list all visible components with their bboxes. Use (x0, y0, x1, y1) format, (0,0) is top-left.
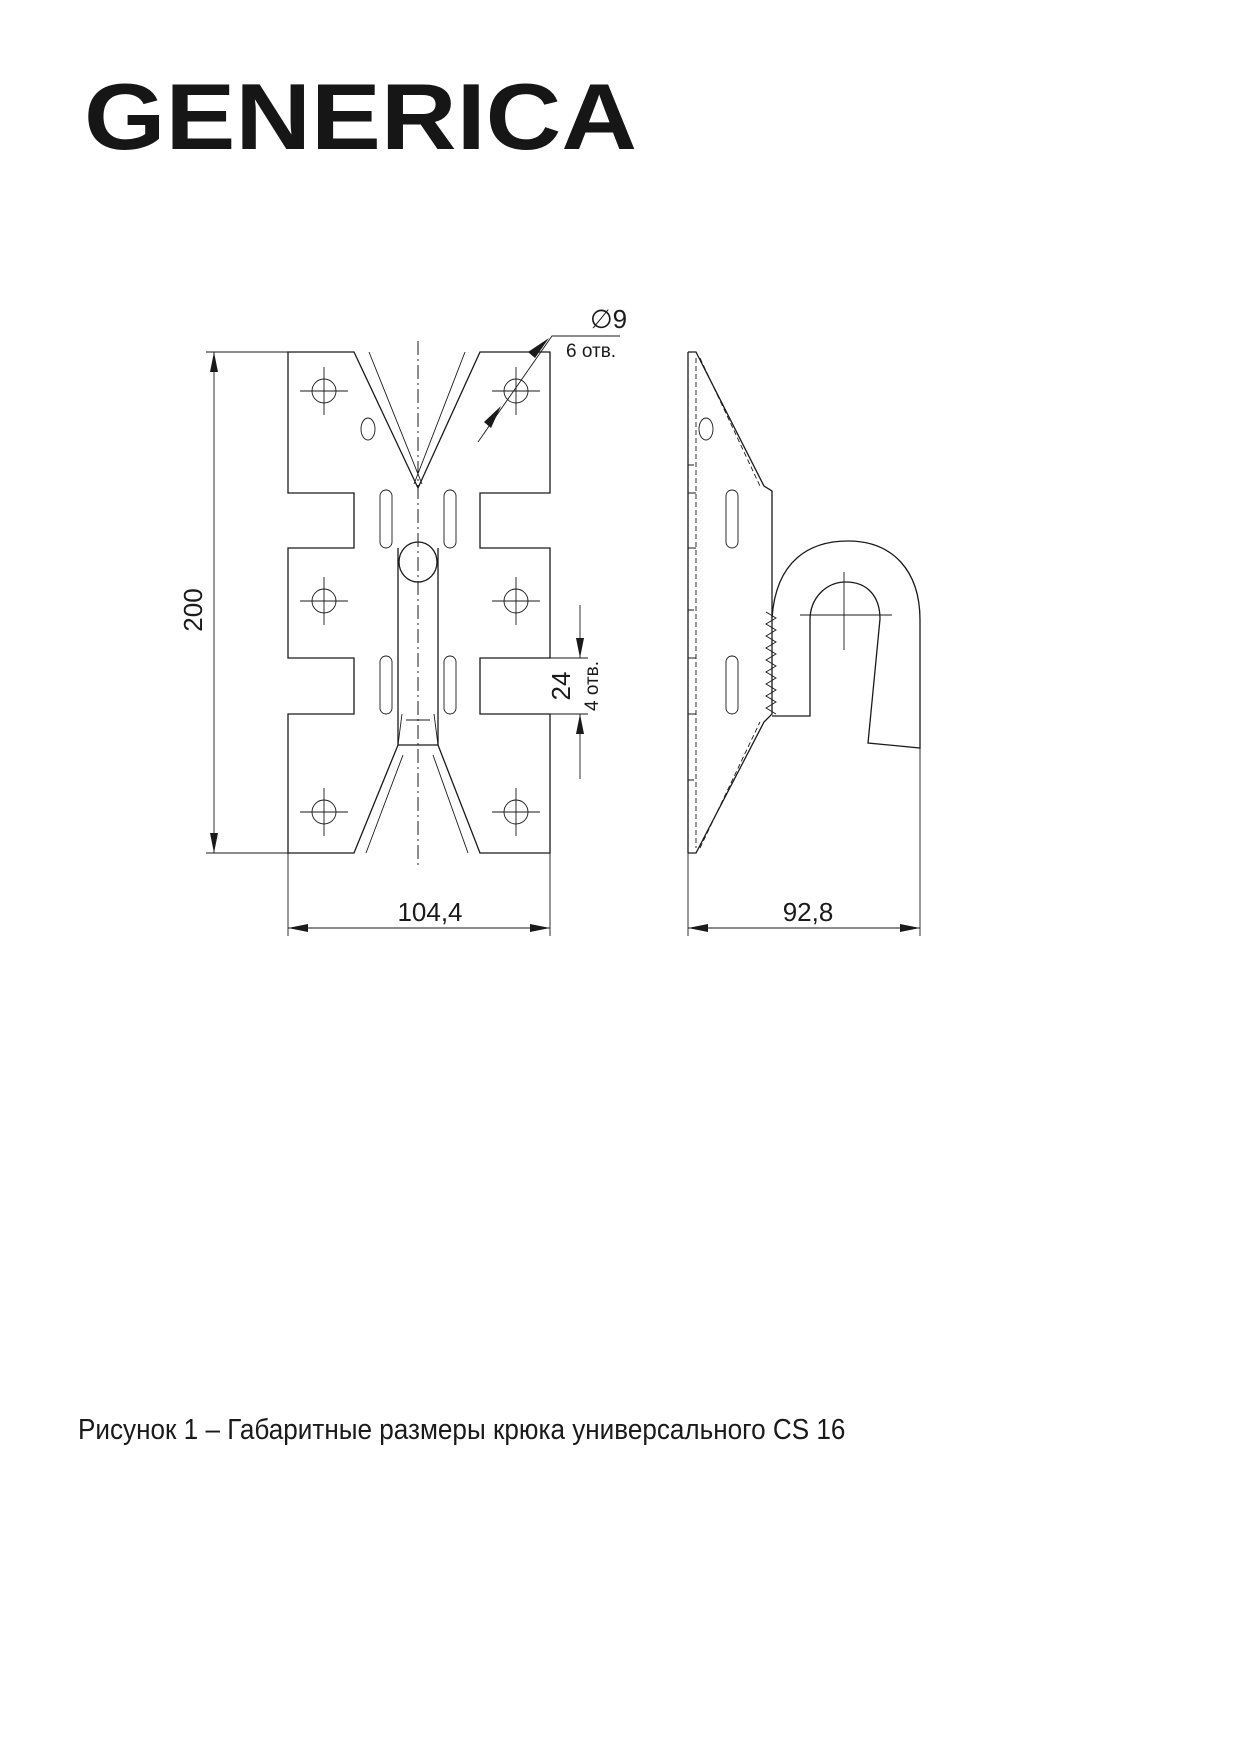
dim-slot-24: 24 (546, 672, 576, 701)
mounting-holes (300, 367, 540, 836)
weld-seam (765, 611, 777, 715)
hole-diameter-label: ∅9 (590, 304, 627, 334)
hole-count-label: 6 отв. (566, 341, 616, 362)
generica-logo: GENERICA (84, 64, 637, 169)
dim-height-200: 200 (178, 588, 208, 631)
side-view: 92,8 (687, 351, 921, 936)
front-view: 200 104,4 ∅9 6 отв. 24 4 отв. (178, 304, 627, 936)
dim-width-92-8: 92,8 (783, 897, 834, 927)
slots (379, 489, 457, 715)
hook-outline (771, 540, 921, 749)
front-plate-outline (287, 351, 551, 854)
dim-width-104-4: 104,4 (397, 897, 462, 927)
slot-count-label: 4 отв. (582, 661, 603, 711)
figure-caption: Рисунок 1 – Габаритные размеры крюка уни… (78, 1414, 846, 1446)
